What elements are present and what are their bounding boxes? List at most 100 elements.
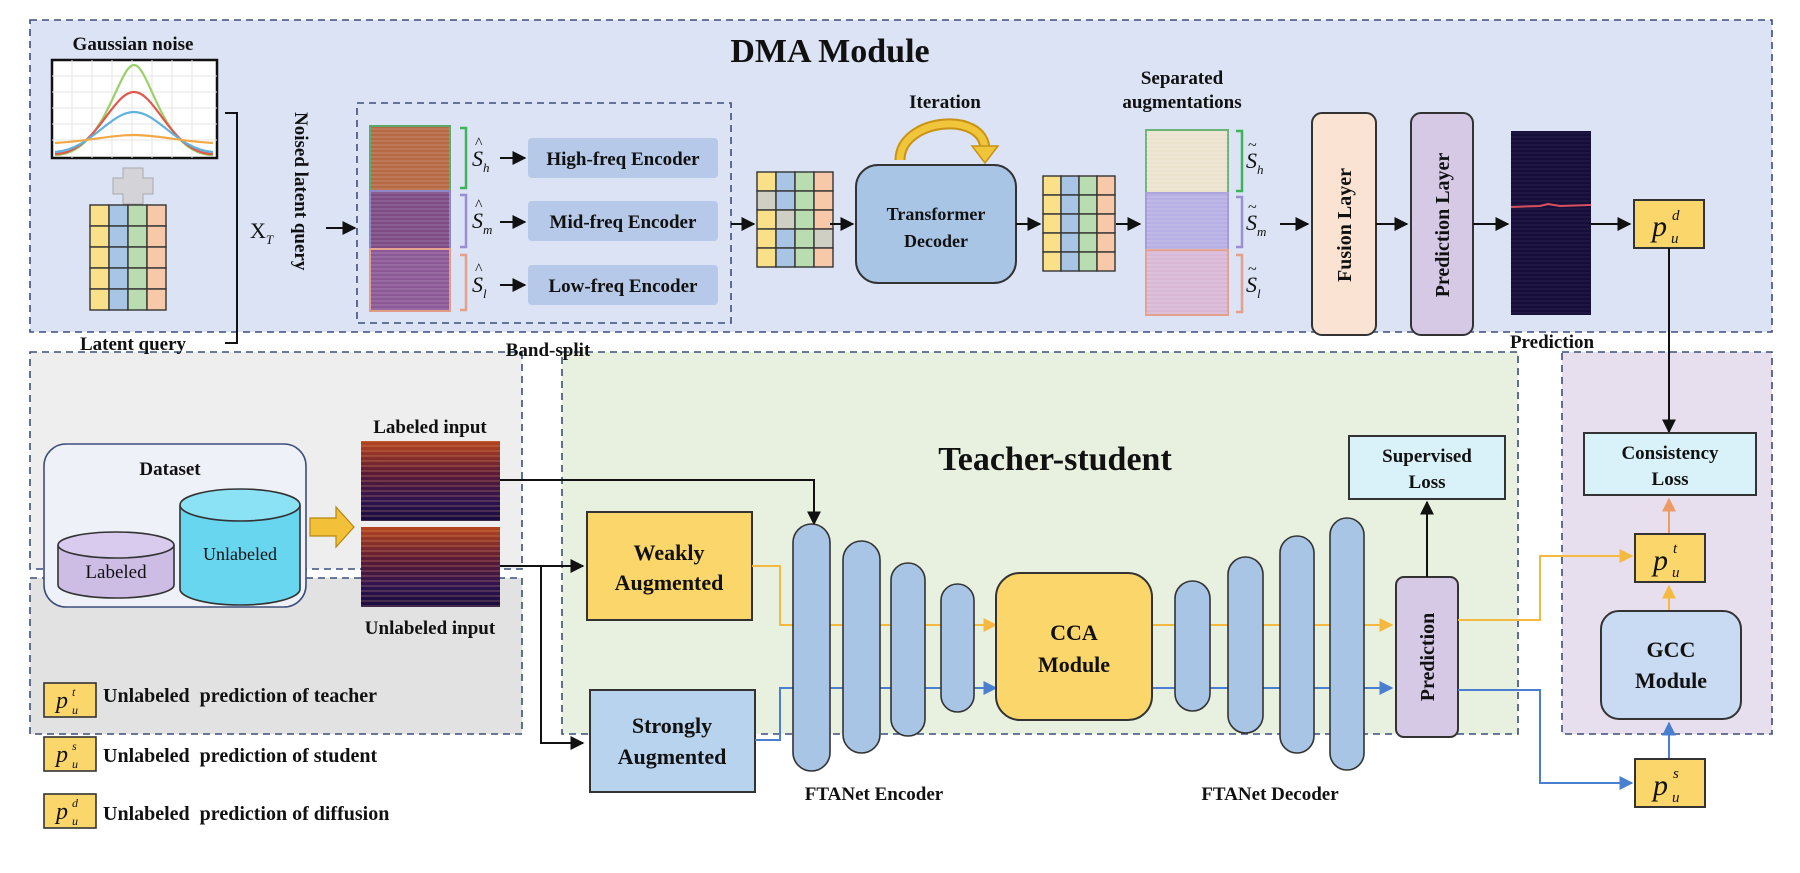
svg-text:p: p	[54, 799, 68, 825]
prediction-output-image	[1510, 131, 1592, 315]
legend-item-teacher: p t u Unlabeled prediction of teacher	[43, 682, 377, 718]
svg-text:Unlabeled: Unlabeled	[203, 544, 277, 564]
iteration-label: Iteration	[909, 92, 981, 113]
s-hat-l-caret: ^	[475, 261, 483, 278]
student-out-line	[1458, 689, 1634, 790]
svg-text:GCC: GCC	[1647, 637, 1696, 662]
noised-latent-query-label: Noised latent query	[290, 112, 311, 271]
svg-text:Strongly: Strongly	[632, 713, 712, 738]
band-split-box	[356, 102, 732, 324]
svg-text:Augmented: Augmented	[615, 570, 724, 595]
labeled-input-label: Labeled input	[373, 417, 487, 438]
svg-text:Unlabeled prediction of diffu: Unlabeled prediction of diffusion	[103, 803, 389, 825]
weak-flow-line	[752, 565, 998, 632]
s-hat-m-caret: ^	[475, 197, 483, 214]
latent-query-grid	[89, 204, 167, 311]
s-hat-m: Sm	[472, 208, 492, 237]
decoded-grid	[1042, 175, 1116, 272]
legend-item-diffusion: p d u Unlabeled prediction of diffusion	[43, 793, 389, 829]
transformer-decoder: Transformer Decoder	[855, 164, 1017, 284]
s-tilde-h-mark: ~	[1248, 137, 1257, 154]
unlabeled-to-strong-line	[540, 566, 585, 750]
p-u-s-box: p s u	[1634, 758, 1706, 808]
svg-text:d: d	[72, 796, 79, 810]
svg-text:p: p	[1650, 210, 1667, 243]
svg-text:Weakly: Weakly	[634, 540, 705, 565]
supervised-loss-box: Supervised Loss	[1348, 435, 1506, 500]
separated-brackets	[1236, 129, 1244, 314]
svg-text:Low-freq Encoder: Low-freq Encoder	[549, 276, 699, 297]
cca-module: CCA Module	[995, 572, 1153, 721]
unlabeled-input-image	[361, 527, 500, 607]
svg-text:Module: Module	[1038, 652, 1110, 677]
svg-text:u: u	[1672, 790, 1680, 806]
strong-flow-line	[755, 681, 998, 741]
ftanet-decoder-label: FTANet Decoder	[1201, 784, 1339, 805]
svg-text:Loss: Loss	[1652, 469, 1689, 490]
prediction-caption: Prediction	[1510, 332, 1595, 353]
svg-text:CCA: CCA	[1050, 620, 1098, 645]
fusion-layer: Fusion Layer	[1311, 112, 1377, 336]
separated-label-1: Separated	[1141, 68, 1224, 89]
svg-text:Unlabeled prediction of stude: Unlabeled prediction of student	[103, 745, 377, 767]
svg-text:p: p	[54, 688, 68, 714]
band-spectrogram	[369, 125, 451, 312]
svg-text:Module: Module	[1635, 668, 1707, 693]
ftanet-encoder	[792, 523, 975, 772]
p-u-t-box: p t u	[1634, 533, 1706, 583]
latent-query-label: Latent query	[80, 334, 187, 355]
ftanet-decoder	[1174, 517, 1365, 771]
s-tilde-l: Sl	[1246, 272, 1261, 301]
svg-text:Supervised: Supervised	[1382, 446, 1472, 467]
labeled-cylinder: Labeled	[57, 531, 175, 599]
p-u-d-box: p d u	[1633, 199, 1705, 249]
mid-freq-encoder: Mid-freq Encoder	[528, 201, 718, 241]
separated-label-2: augmentations	[1122, 92, 1241, 113]
svg-text:t: t	[1673, 541, 1678, 557]
prediction-layer: Prediction Layer	[1410, 112, 1474, 336]
xt-label: XT	[250, 218, 274, 247]
dataset-label: Dataset	[139, 459, 201, 480]
high-freq-encoder: High-freq Encoder	[528, 138, 718, 178]
brace	[225, 112, 238, 344]
gaussian-noise-plot	[50, 58, 219, 160]
ts-prediction-box: Prediction	[1395, 576, 1459, 738]
svg-text:High-freq Encoder: High-freq Encoder	[546, 149, 700, 170]
gaussian-noise-label: Gaussian noise	[73, 34, 194, 55]
svg-text:Prediction: Prediction	[1417, 613, 1439, 702]
svg-text:Augmented: Augmented	[618, 744, 727, 769]
legend-item-student: p s u Unlabeled prediction of student	[43, 736, 377, 772]
svg-text:d: d	[1672, 208, 1680, 224]
svg-text:s: s	[72, 739, 77, 753]
iteration-arrow-icon	[894, 118, 1000, 165]
band-split-label: Band-split	[506, 340, 591, 361]
svg-text:p: p	[1651, 544, 1668, 577]
svg-text:Loss: Loss	[1409, 472, 1446, 493]
svg-text:Decoder: Decoder	[904, 231, 968, 251]
svg-text:u: u	[72, 757, 78, 771]
svg-text:u: u	[72, 703, 78, 717]
labeled-to-encoder-line	[500, 479, 821, 526]
svg-text:s: s	[1673, 766, 1679, 782]
encoded-grid	[756, 171, 834, 268]
weakly-augmented-box: Weakly Augmented	[586, 511, 753, 621]
s-tilde-m: Sm	[1246, 210, 1266, 239]
consistency-loss-box: Consistency Loss	[1583, 432, 1757, 496]
svg-text:Fusion Layer: Fusion Layer	[1334, 168, 1356, 282]
svg-text:u: u	[1672, 565, 1680, 581]
labeled-input-image	[361, 441, 500, 521]
unlabeled-input-label: Unlabeled input	[365, 618, 496, 639]
svg-text:t: t	[72, 685, 76, 699]
svg-text:Unlabeled prediction of teach: Unlabeled prediction of teacher	[103, 685, 377, 707]
s-tilde-h: Sh	[1246, 148, 1264, 177]
s-hat-l: Sl	[472, 272, 487, 301]
plus-icon	[112, 167, 154, 205]
low-freq-encoder: Low-freq Encoder	[528, 265, 718, 305]
s-tilde-l-mark: ~	[1248, 261, 1257, 278]
s-tilde-m-mark: ~	[1248, 199, 1257, 216]
teacher-out-line	[1458, 549, 1634, 621]
gcc-module: GCC Module	[1600, 610, 1742, 720]
dataset-arrow-icon	[309, 505, 355, 549]
svg-text:p: p	[54, 742, 68, 768]
